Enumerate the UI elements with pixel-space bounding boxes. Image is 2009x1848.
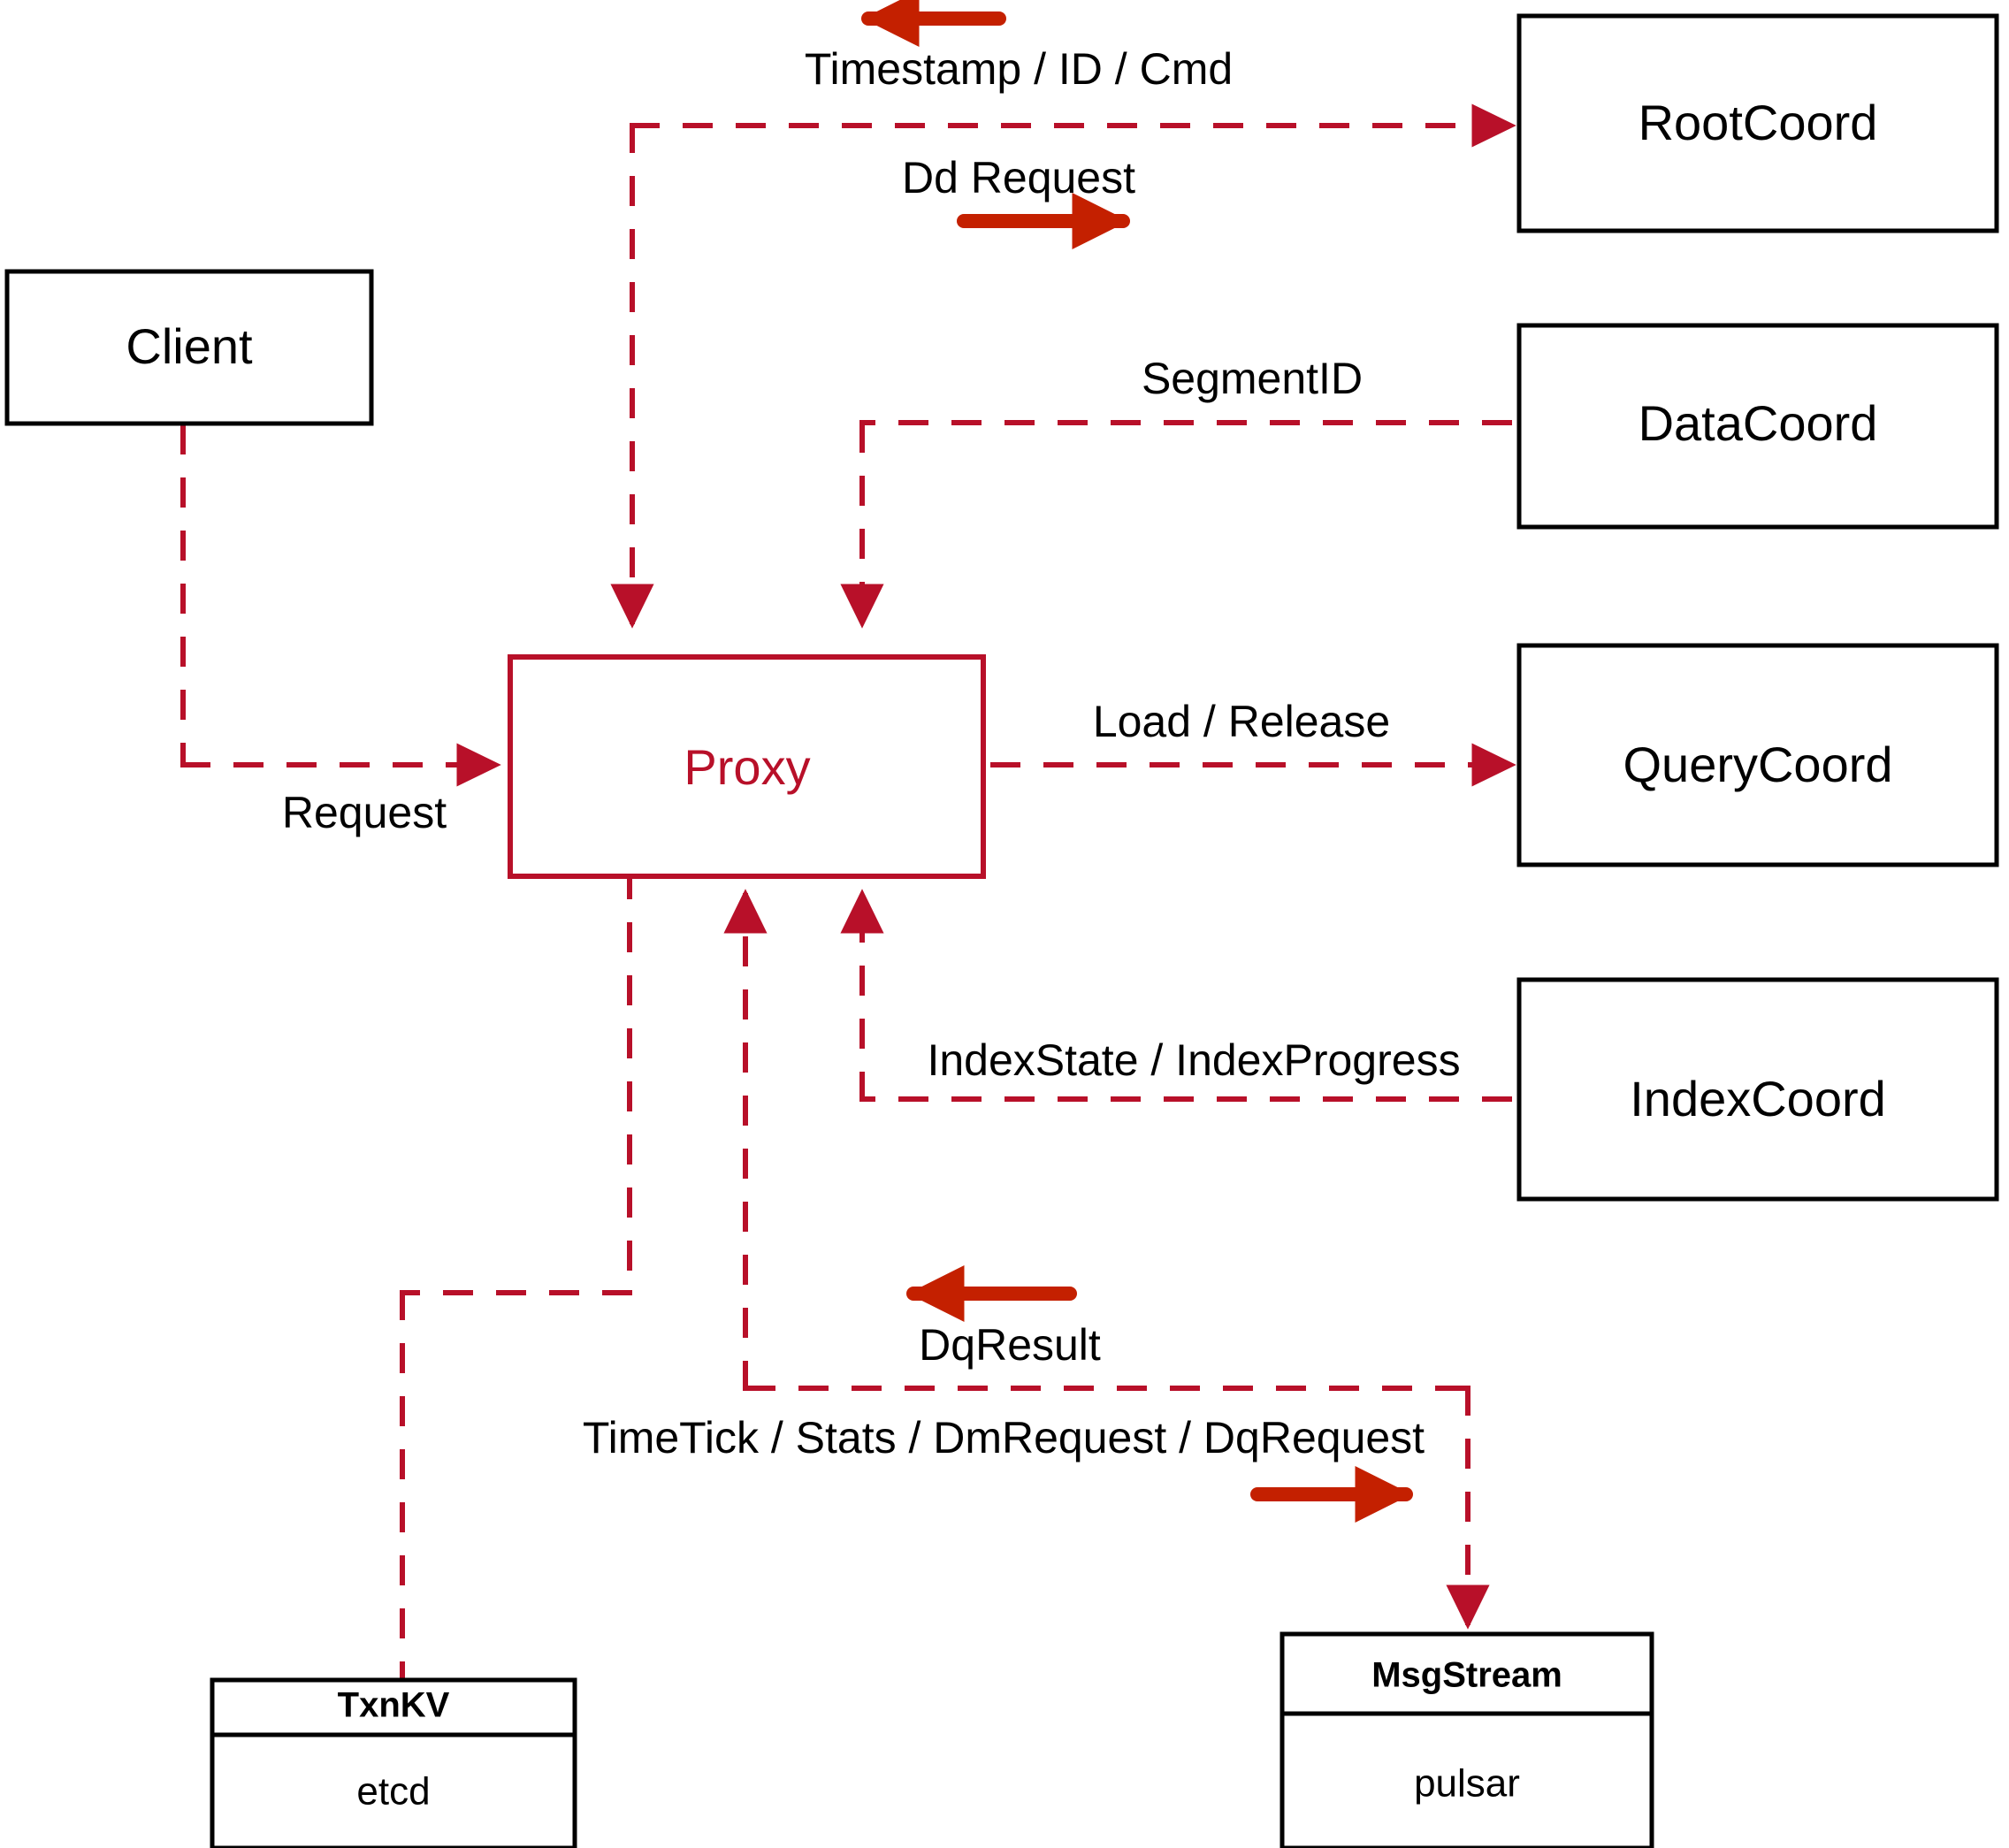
node-txnkv-body: etcd	[356, 1770, 430, 1814]
node-client[interactable]: Client	[4, 269, 374, 426]
node-proxy[interactable]: Proxy	[508, 654, 986, 879]
edge-label-timetick-stats: TimeTick / Stats / DmRequest / DqRequest	[583, 1413, 1425, 1462]
node-client-label: Client	[126, 318, 253, 374]
node-txnkv-header: TxnKV	[338, 1686, 450, 1725]
node-querycoord-label: QueryCoord	[1623, 737, 1892, 792]
edge-client-to-proxy	[180, 424, 501, 787]
node-datacoord-label: DataCoord	[1639, 395, 1878, 451]
node-txnkv[interactable]: TxnKV etcd	[210, 1677, 577, 1848]
edge-label-timestamp-id-cmd: Timestamp / ID / Cmd	[805, 44, 1233, 94]
edge-proxy-msgstream	[723, 889, 1490, 1630]
node-querycoord[interactable]: QueryCoord	[1516, 643, 1999, 867]
node-indexcoord-label: IndexCoord	[1630, 1071, 1886, 1126]
edge-label-dd-request: Dd Request	[902, 153, 1135, 202]
edge-label-index-state-progress: IndexState / IndexProgress	[927, 1035, 1460, 1085]
edge-label-load-release: Load / Release	[1093, 697, 1390, 746]
node-indexcoord[interactable]: IndexCoord	[1516, 977, 1999, 1202]
node-proxy-label: Proxy	[684, 739, 810, 795]
node-datacoord[interactable]: DataCoord	[1516, 323, 1999, 530]
node-msgstream-header: MsgStream	[1371, 1656, 1562, 1695]
node-rootcoord[interactable]: RootCoord	[1516, 13, 1999, 233]
node-rootcoord-label: RootCoord	[1639, 95, 1878, 150]
edge-label-segment-id: SegmentID	[1142, 354, 1363, 403]
edge-datacoord-to-proxy	[840, 420, 1512, 629]
edge-label-request: Request	[282, 788, 447, 837]
edge-label-dq-result: DqResult	[919, 1320, 1101, 1370]
node-msgstream[interactable]: MsgStream pulsar	[1279, 1631, 1654, 1848]
node-msgstream-body: pulsar	[1414, 1762, 1520, 1806]
edge-indexcoord-to-proxy	[840, 889, 1512, 1102]
edge-proxy-to-rootcoord	[610, 103, 1516, 629]
edge-proxy-to-txnkv	[400, 869, 632, 1680]
